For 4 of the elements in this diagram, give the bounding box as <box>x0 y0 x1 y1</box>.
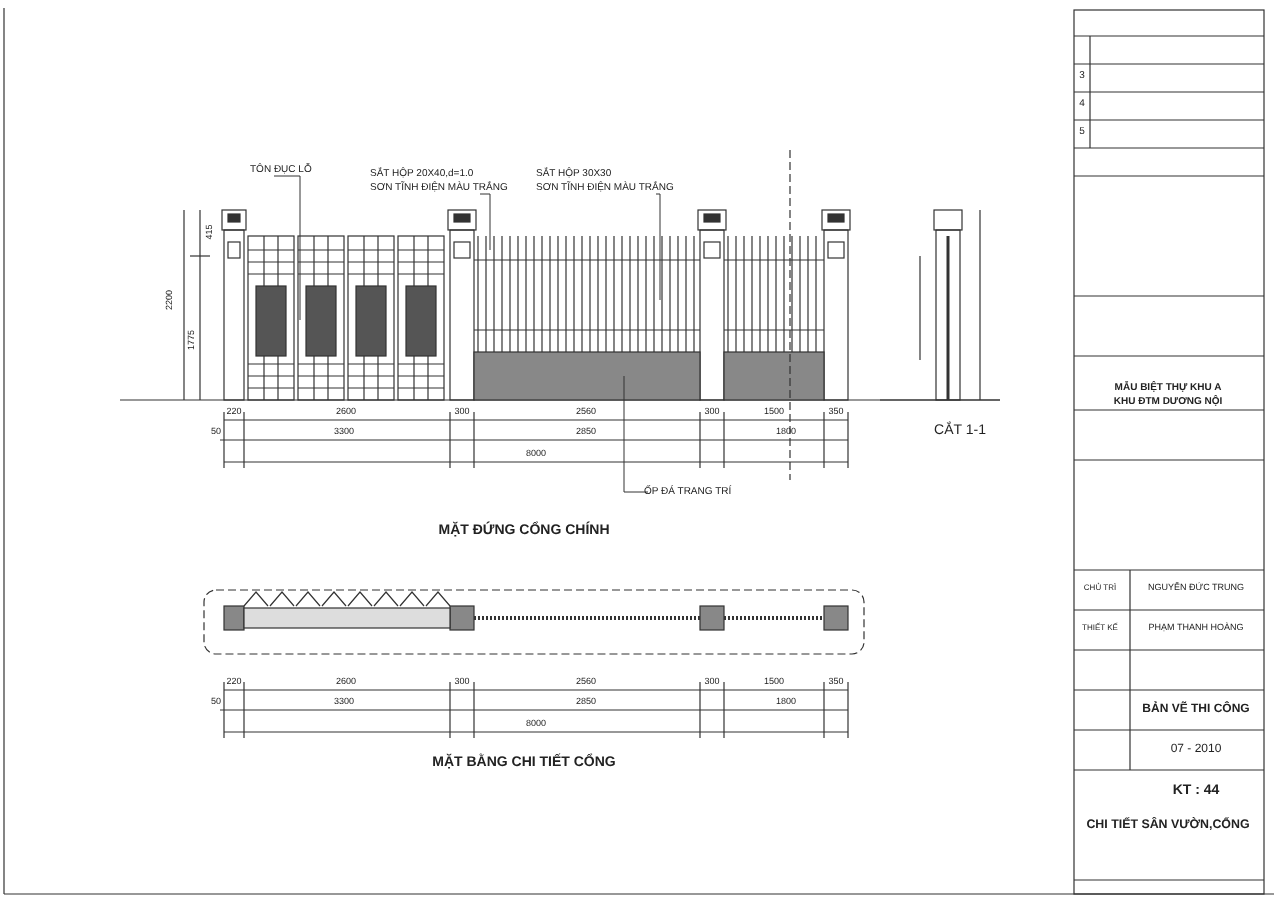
leader-line <box>655 193 661 301</box>
leader-line <box>273 175 301 321</box>
leader-line <box>623 375 649 493</box>
leader-line <box>479 193 491 251</box>
